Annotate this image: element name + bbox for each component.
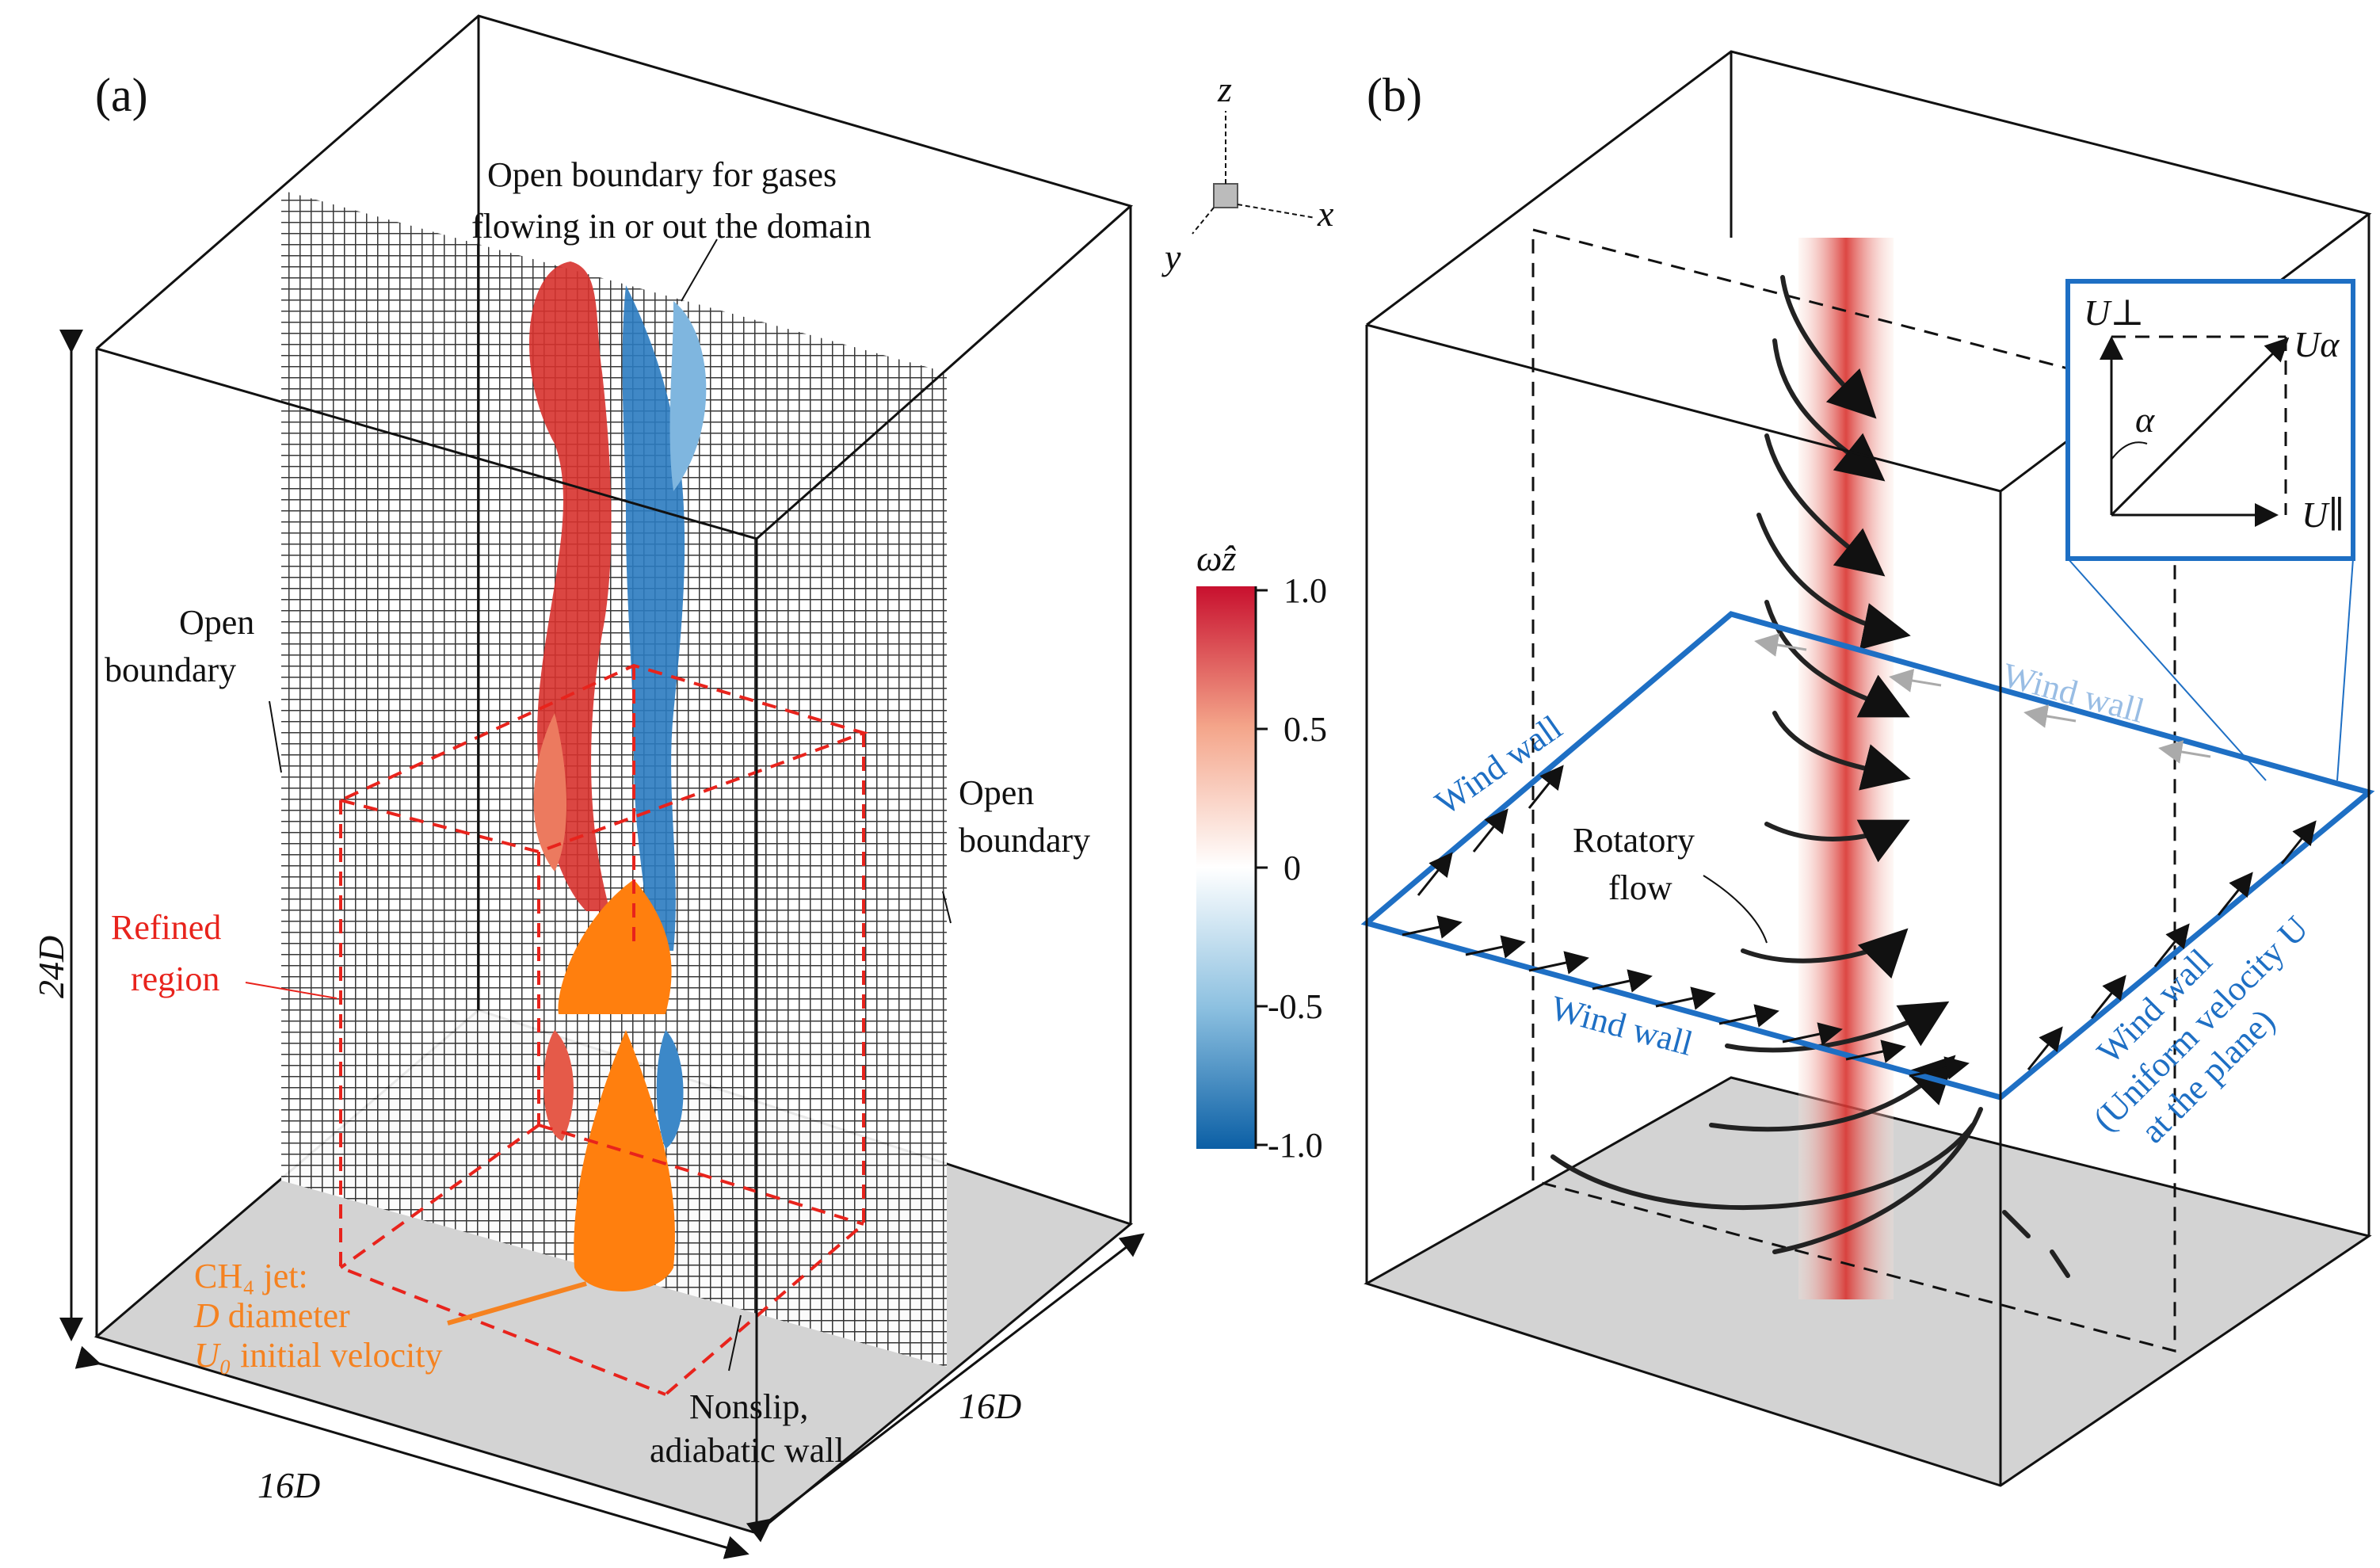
alpha-arc (2111, 441, 2148, 460)
axis-z-label: z (1217, 69, 1232, 109)
panel-b: U⊥ Uα U∥ α (b) Wind wall Wind wall Wind … (1360, 50, 2375, 1487)
refined-label-1: Refined (111, 908, 221, 947)
colorbar-tick-5: -1.0 (1268, 1126, 1323, 1165)
jet-velocity-text: initial velocity (231, 1336, 442, 1375)
axes-cube (1213, 183, 1238, 208)
wall-label-1: Nonslip, (689, 1387, 808, 1426)
panel-a: (a) Open boundary for gases flowing in o… (31, 14, 1145, 1559)
rotatory-label-2: flow (1608, 868, 1672, 907)
vorticity-red (528, 261, 612, 1141)
streamlines (1550, 275, 2070, 1278)
height-dim-label: 24D (31, 936, 71, 998)
mesh-wall (281, 190, 947, 1367)
rotatory-label-1: Rotatory (1573, 821, 1695, 860)
colorbar-gradient (1196, 586, 1256, 1149)
colorbar-ticks (1256, 589, 1268, 1146)
inset-u-alpha: Uα (2294, 324, 2340, 364)
axis-y-label: y (1161, 237, 1181, 277)
right-boundary-label-2: boundary (959, 821, 1090, 860)
axis-x-label: x (1317, 193, 1334, 234)
dimension-arrows (59, 330, 1145, 1559)
jet-label-3: U₀ initial velocity (194, 1336, 442, 1375)
left-boundary-label-1: Open (179, 603, 254, 642)
vorticity-blue (622, 285, 707, 1149)
inset-alpha: α (2135, 399, 2155, 440)
panel-a-label: (a) (95, 69, 148, 121)
width-dim-label: 16D (257, 1465, 320, 1505)
wind-arrows-front (1402, 915, 1970, 1080)
wall-label-2: adiabatic wall (650, 1431, 845, 1470)
wind-wall-left-label: Wind wall (1428, 708, 1570, 822)
right-boundary-label-1: Open (959, 773, 1034, 812)
jet-velocity-symbol: U₀ (194, 1336, 231, 1375)
plume (1798, 238, 1894, 1299)
wind-arrows-right (2027, 820, 2317, 1070)
wind-arrows-back (1754, 633, 2211, 764)
box-a-edges (95, 14, 1134, 1533)
colorbar-title: ω̂z (1196, 538, 1236, 578)
rotatory-leader (1703, 875, 1768, 944)
box-b-edges (1365, 50, 2372, 1486)
wind-wall-front-label: Wind wall (1547, 988, 1696, 1063)
u-alpha-arrow (2110, 337, 2290, 517)
jet-diameter-symbol: D (193, 1296, 219, 1335)
left-boundary-label-2: boundary (105, 650, 236, 689)
depth-dim-label: 16D (959, 1386, 1021, 1426)
ch4-jet (558, 879, 675, 1291)
jet-label-1: CH₄ jet: (194, 1257, 308, 1295)
leader-lines (269, 238, 952, 1372)
inset-u-perp: U⊥ (2084, 292, 2144, 333)
wind-wall-top-right-label: Wind wall (1998, 655, 2148, 731)
jet-leader (447, 1281, 587, 1326)
wind-arrows-left (1417, 765, 1564, 896)
x-axis-line (1237, 204, 1316, 219)
inset-vector-diagram: U⊥ Uα U∥ α (2065, 279, 2355, 561)
colorbar: ω̂z 1.0 0.5 0 -0.5 -1.0 (1196, 538, 1327, 1165)
jet-label-2: D diameter (193, 1296, 350, 1335)
refined-label-2: region (131, 959, 219, 998)
colorbar-tick-1: 1.0 (1283, 571, 1327, 610)
back-plane (1531, 228, 2176, 1352)
panel-b-label: (b) (1367, 69, 1422, 121)
inset-frame (2065, 279, 2355, 561)
inset-leaders (2067, 558, 2354, 781)
colorbar-tick-4: -0.5 (1268, 987, 1323, 1026)
top-boundary-label-1: Open boundary for gases (487, 155, 837, 194)
jet-diameter-text: diameter (219, 1296, 350, 1335)
y-axis-line (1192, 207, 1215, 235)
colorbar-tick-2: 0.5 (1283, 710, 1327, 749)
top-boundary-label-2: flowing in or out the domain (471, 207, 872, 246)
colorbar-tick-3: 0 (1283, 849, 1301, 887)
axes-triad: z x y (1161, 69, 1334, 277)
inset-u-par: U∥ (2302, 494, 2344, 535)
refined-leader (245, 982, 338, 999)
